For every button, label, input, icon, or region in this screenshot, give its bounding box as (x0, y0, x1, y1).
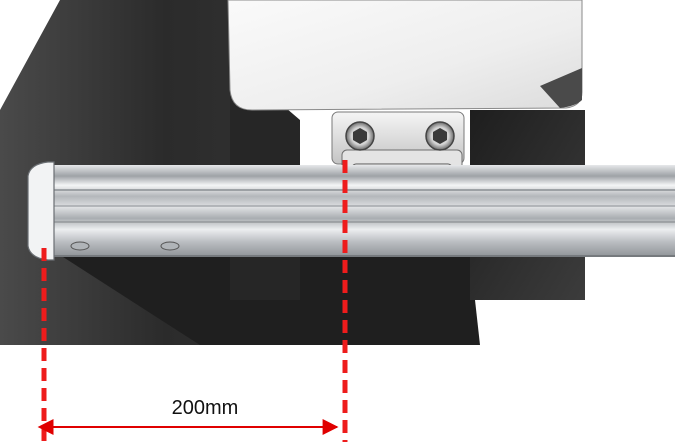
rail-end-cap (27, 161, 55, 261)
hex-socket-right-icon (433, 128, 447, 144)
dimension-label: 200mm (171, 397, 239, 419)
light-panel-face (227, 0, 583, 111)
rail-screw-2-icon (160, 241, 180, 251)
rail-screw-1-icon (70, 241, 90, 251)
light-panel-edge (540, 68, 582, 108)
rail-body (44, 165, 675, 257)
light-panel (227, 0, 583, 111)
aluminium-rail (27, 161, 675, 261)
hex-socket-left-icon (353, 128, 367, 144)
